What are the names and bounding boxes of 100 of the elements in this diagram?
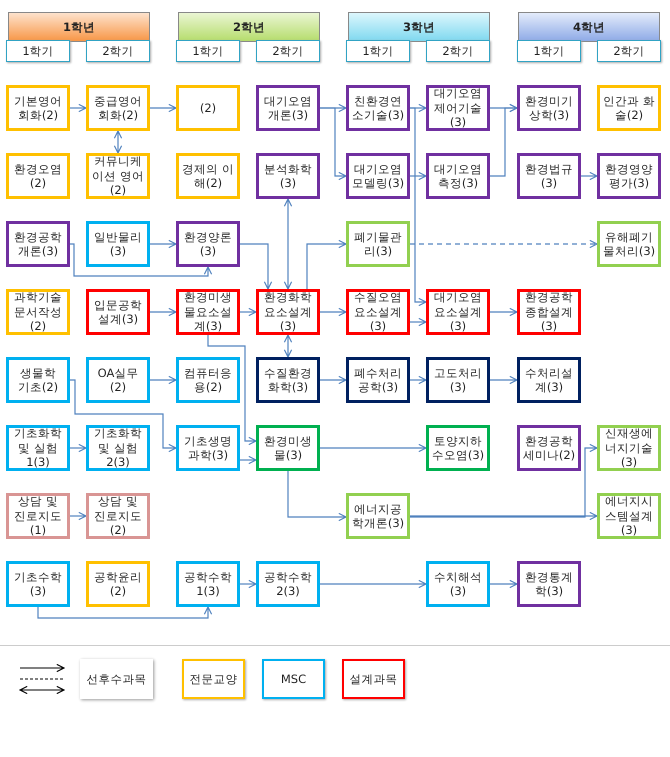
course-card: (2) <box>176 85 240 131</box>
course-card: 기초수학 (3) <box>6 561 70 607</box>
legend-label: 전문교양 <box>190 672 238 686</box>
semester-tab: 1학기 <box>6 40 70 62</box>
course-card: OA실무(2) <box>86 357 150 403</box>
course-card: 중급영어 회화(2) <box>86 85 150 131</box>
course-card: 공학윤리 (2) <box>86 561 150 607</box>
course-card: 환경미기 상학(3) <box>517 85 581 131</box>
course-card: 인간과 화 술(2) <box>597 85 661 131</box>
course-card: 공학수학 2(3) <box>256 561 320 607</box>
arrow <box>150 104 177 112</box>
semester-tab: 2학기 <box>256 40 320 62</box>
course-card: 환경화학 요소설계 (3) <box>256 289 320 335</box>
course-card: 신재생에 너지기술 (3) <box>597 425 661 471</box>
arrow <box>70 243 212 277</box>
course-card: 컴퓨터응 용(2) <box>176 357 240 403</box>
arrow <box>410 444 598 518</box>
arrow <box>410 376 427 384</box>
arrow <box>410 512 598 520</box>
course-card: 대기오염 요소설계 (3) <box>426 289 490 335</box>
course-card: 고도처리 (3) <box>426 357 490 403</box>
course-card: 친환경연 소기술(3) <box>346 85 410 131</box>
arrow <box>410 172 427 180</box>
arrow <box>320 107 347 180</box>
arrow <box>490 376 518 384</box>
arrow <box>306 240 347 289</box>
arrow <box>320 444 427 452</box>
arrow <box>581 172 598 180</box>
year-header: 1학년 <box>8 12 150 42</box>
semester-tab: 1학기 <box>176 40 240 62</box>
arrow <box>70 512 87 520</box>
course-card: 폐기물관 리(3) <box>346 221 410 267</box>
semester-tab: 1학기 <box>517 40 581 62</box>
course-card: 생물학 기초(2) <box>6 357 70 403</box>
arrow <box>410 107 427 306</box>
course-card: 기본영어 회화(2) <box>6 85 70 131</box>
semester-tab: 2학기 <box>426 40 490 62</box>
course-card: 대기오염 모델링(3) <box>346 153 410 199</box>
dashed-arrow <box>410 240 598 248</box>
course-card: 대기오염 개론(3) <box>256 85 320 131</box>
course-card: 환경공학 종합설계 (3) <box>517 289 581 335</box>
course-card: 환경공학 세미나(2) <box>517 425 581 471</box>
arrow <box>240 580 257 588</box>
course-card: 에너지공 학개론(3) <box>346 493 410 539</box>
course-card: 일반물리 (3) <box>86 221 150 267</box>
year-header: 3학년 <box>348 12 490 42</box>
course-card: 환경공학 개론(3) <box>6 221 70 267</box>
course-card: 폐수처리 공학(3) <box>346 357 410 403</box>
course-card: 기초화학 및 실험 1(3) <box>6 425 70 471</box>
semester-tab: 2학기 <box>597 40 661 62</box>
course-card: 수질오염 요소설계 (3) <box>346 289 410 335</box>
double-arrow <box>114 130 122 154</box>
course-card: 유해폐기 물처리(3) <box>597 221 661 267</box>
course-card: 입문공학 설계(3) <box>86 289 150 335</box>
arrow <box>320 308 347 316</box>
semester-tab: 2학기 <box>86 40 150 62</box>
legend-label: 선후수과목 <box>80 659 153 699</box>
double-arrow <box>284 198 292 290</box>
course-card: 환경영양 평가(3) <box>597 153 661 199</box>
course-card: 과학기술 문서작성 (2) <box>6 289 70 335</box>
course-card: 환경양론 (3) <box>176 221 240 267</box>
course-card: 커뮤니케 이션 영어 (2) <box>86 153 150 199</box>
course-card: 기초생명 과학(3) <box>176 425 240 471</box>
arrow <box>150 308 177 316</box>
double-arrow <box>284 334 292 358</box>
legend-label: MSC <box>280 672 306 686</box>
semester-tab: 1학기 <box>346 40 410 62</box>
course-card: 에너지시 스템설계 (3) <box>597 493 661 539</box>
legend-label: 설계과목 <box>350 672 398 686</box>
course-card: 환경미생 물요소설 계(3) <box>176 289 240 335</box>
course-card: 상담 및 진로지도 (2) <box>86 493 150 539</box>
course-card: 수처리설 계(3) <box>517 357 581 403</box>
course-card: 환경미생 물(3) <box>256 425 320 471</box>
course-card: 공학수학 1(3) <box>176 561 240 607</box>
arrow <box>150 240 177 248</box>
arrow <box>70 379 177 452</box>
arrow <box>70 104 87 112</box>
course-card: 환경오염 (2) <box>6 153 70 199</box>
arrow <box>287 471 347 522</box>
year-header: 2학년 <box>178 12 320 42</box>
course-card: 분석화학 (3) <box>256 153 320 199</box>
arrow <box>150 376 177 384</box>
course-card: 수질환경 화학(3) <box>256 357 320 403</box>
year-header: 4학년 <box>518 12 660 42</box>
course-card: 수치해석 (3) <box>426 561 490 607</box>
arrow <box>240 308 257 316</box>
arrow <box>320 580 427 588</box>
arrow <box>410 318 427 326</box>
course-card: 상담 및 진로지도 (1) <box>6 493 70 539</box>
arrow <box>490 308 518 316</box>
course-card: 경제의 이 해(2) <box>176 153 240 199</box>
arrow <box>240 456 257 464</box>
arrow <box>207 335 257 446</box>
arrow <box>37 606 212 619</box>
course-card: 토양지하 수오염(3) <box>426 425 490 471</box>
course-card: 대기오염 측정(3) <box>426 153 490 199</box>
course-card: 대기오염 제어기술 (3) <box>426 85 490 131</box>
arrow <box>490 580 518 588</box>
arrow <box>70 444 87 452</box>
arrow <box>490 104 518 177</box>
